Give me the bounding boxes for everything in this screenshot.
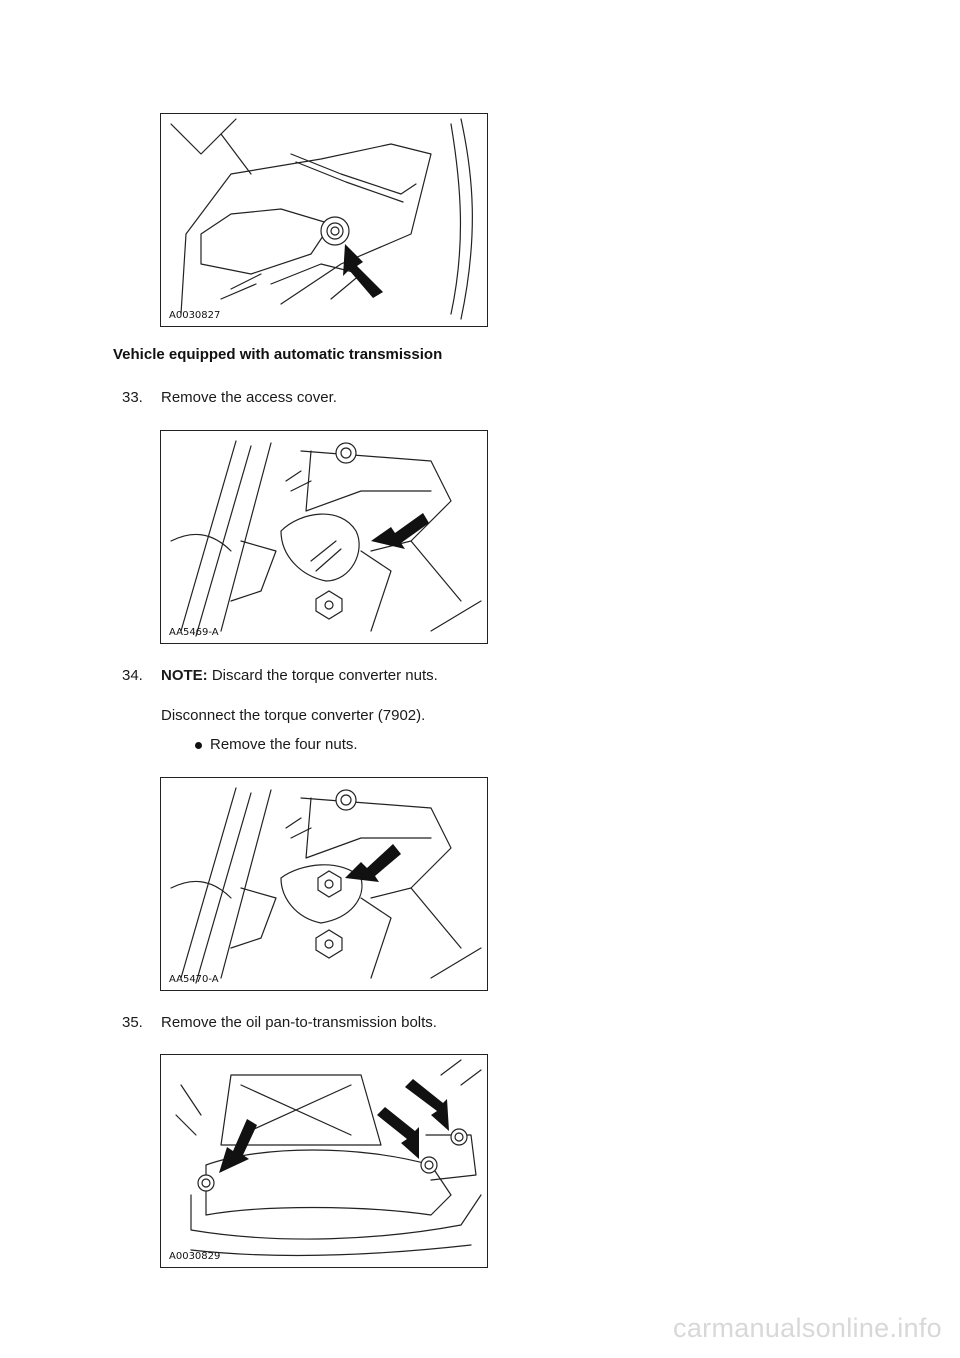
note-label: NOTE: bbox=[161, 667, 208, 684]
step-number: 34. bbox=[122, 667, 143, 684]
figure-oil-pan-to-transmission-bolts: A0030829 bbox=[160, 1054, 488, 1268]
figure-id: A0030829 bbox=[169, 1251, 221, 1262]
step-note: NOTE: Discard the torque converter nuts. bbox=[161, 667, 438, 684]
bullet-text: Remove the four nuts. bbox=[210, 736, 358, 753]
pointer-arrow-icon bbox=[343, 244, 383, 298]
pointer-arrow-icon bbox=[219, 1119, 257, 1173]
note-text: Discard the torque converter nuts. bbox=[207, 667, 438, 684]
figure-access-cover: AA5469-A bbox=[160, 430, 488, 644]
bullet-dot-icon bbox=[195, 742, 202, 749]
figure-torque-converter-nuts: AA5470-A bbox=[160, 777, 488, 991]
watermark: carmanualsonline.info bbox=[673, 1313, 942, 1343]
pointer-arrow-icon bbox=[405, 1079, 449, 1131]
step-number: 35. bbox=[122, 1014, 143, 1031]
figure-oil-pan-bolt: A0030827 bbox=[160, 113, 488, 327]
section-heading: Vehicle equipped with automatic transmis… bbox=[113, 346, 443, 363]
step-text: Disconnect the torque converter (7902). bbox=[161, 707, 426, 724]
pointer-arrow-icon bbox=[377, 1107, 419, 1159]
figure-id: AA5470-A bbox=[169, 974, 219, 985]
step-text: Remove the access cover. bbox=[161, 389, 337, 406]
step-text: Remove the oil pan-to-transmission bolts… bbox=[161, 1014, 437, 1031]
figure-id: A0030827 bbox=[169, 310, 221, 321]
step-number: 33. bbox=[122, 389, 143, 406]
figure-id: AA5469-A bbox=[169, 627, 219, 638]
pointer-arrow-icon bbox=[345, 844, 401, 882]
pointer-arrow-icon bbox=[371, 513, 429, 549]
